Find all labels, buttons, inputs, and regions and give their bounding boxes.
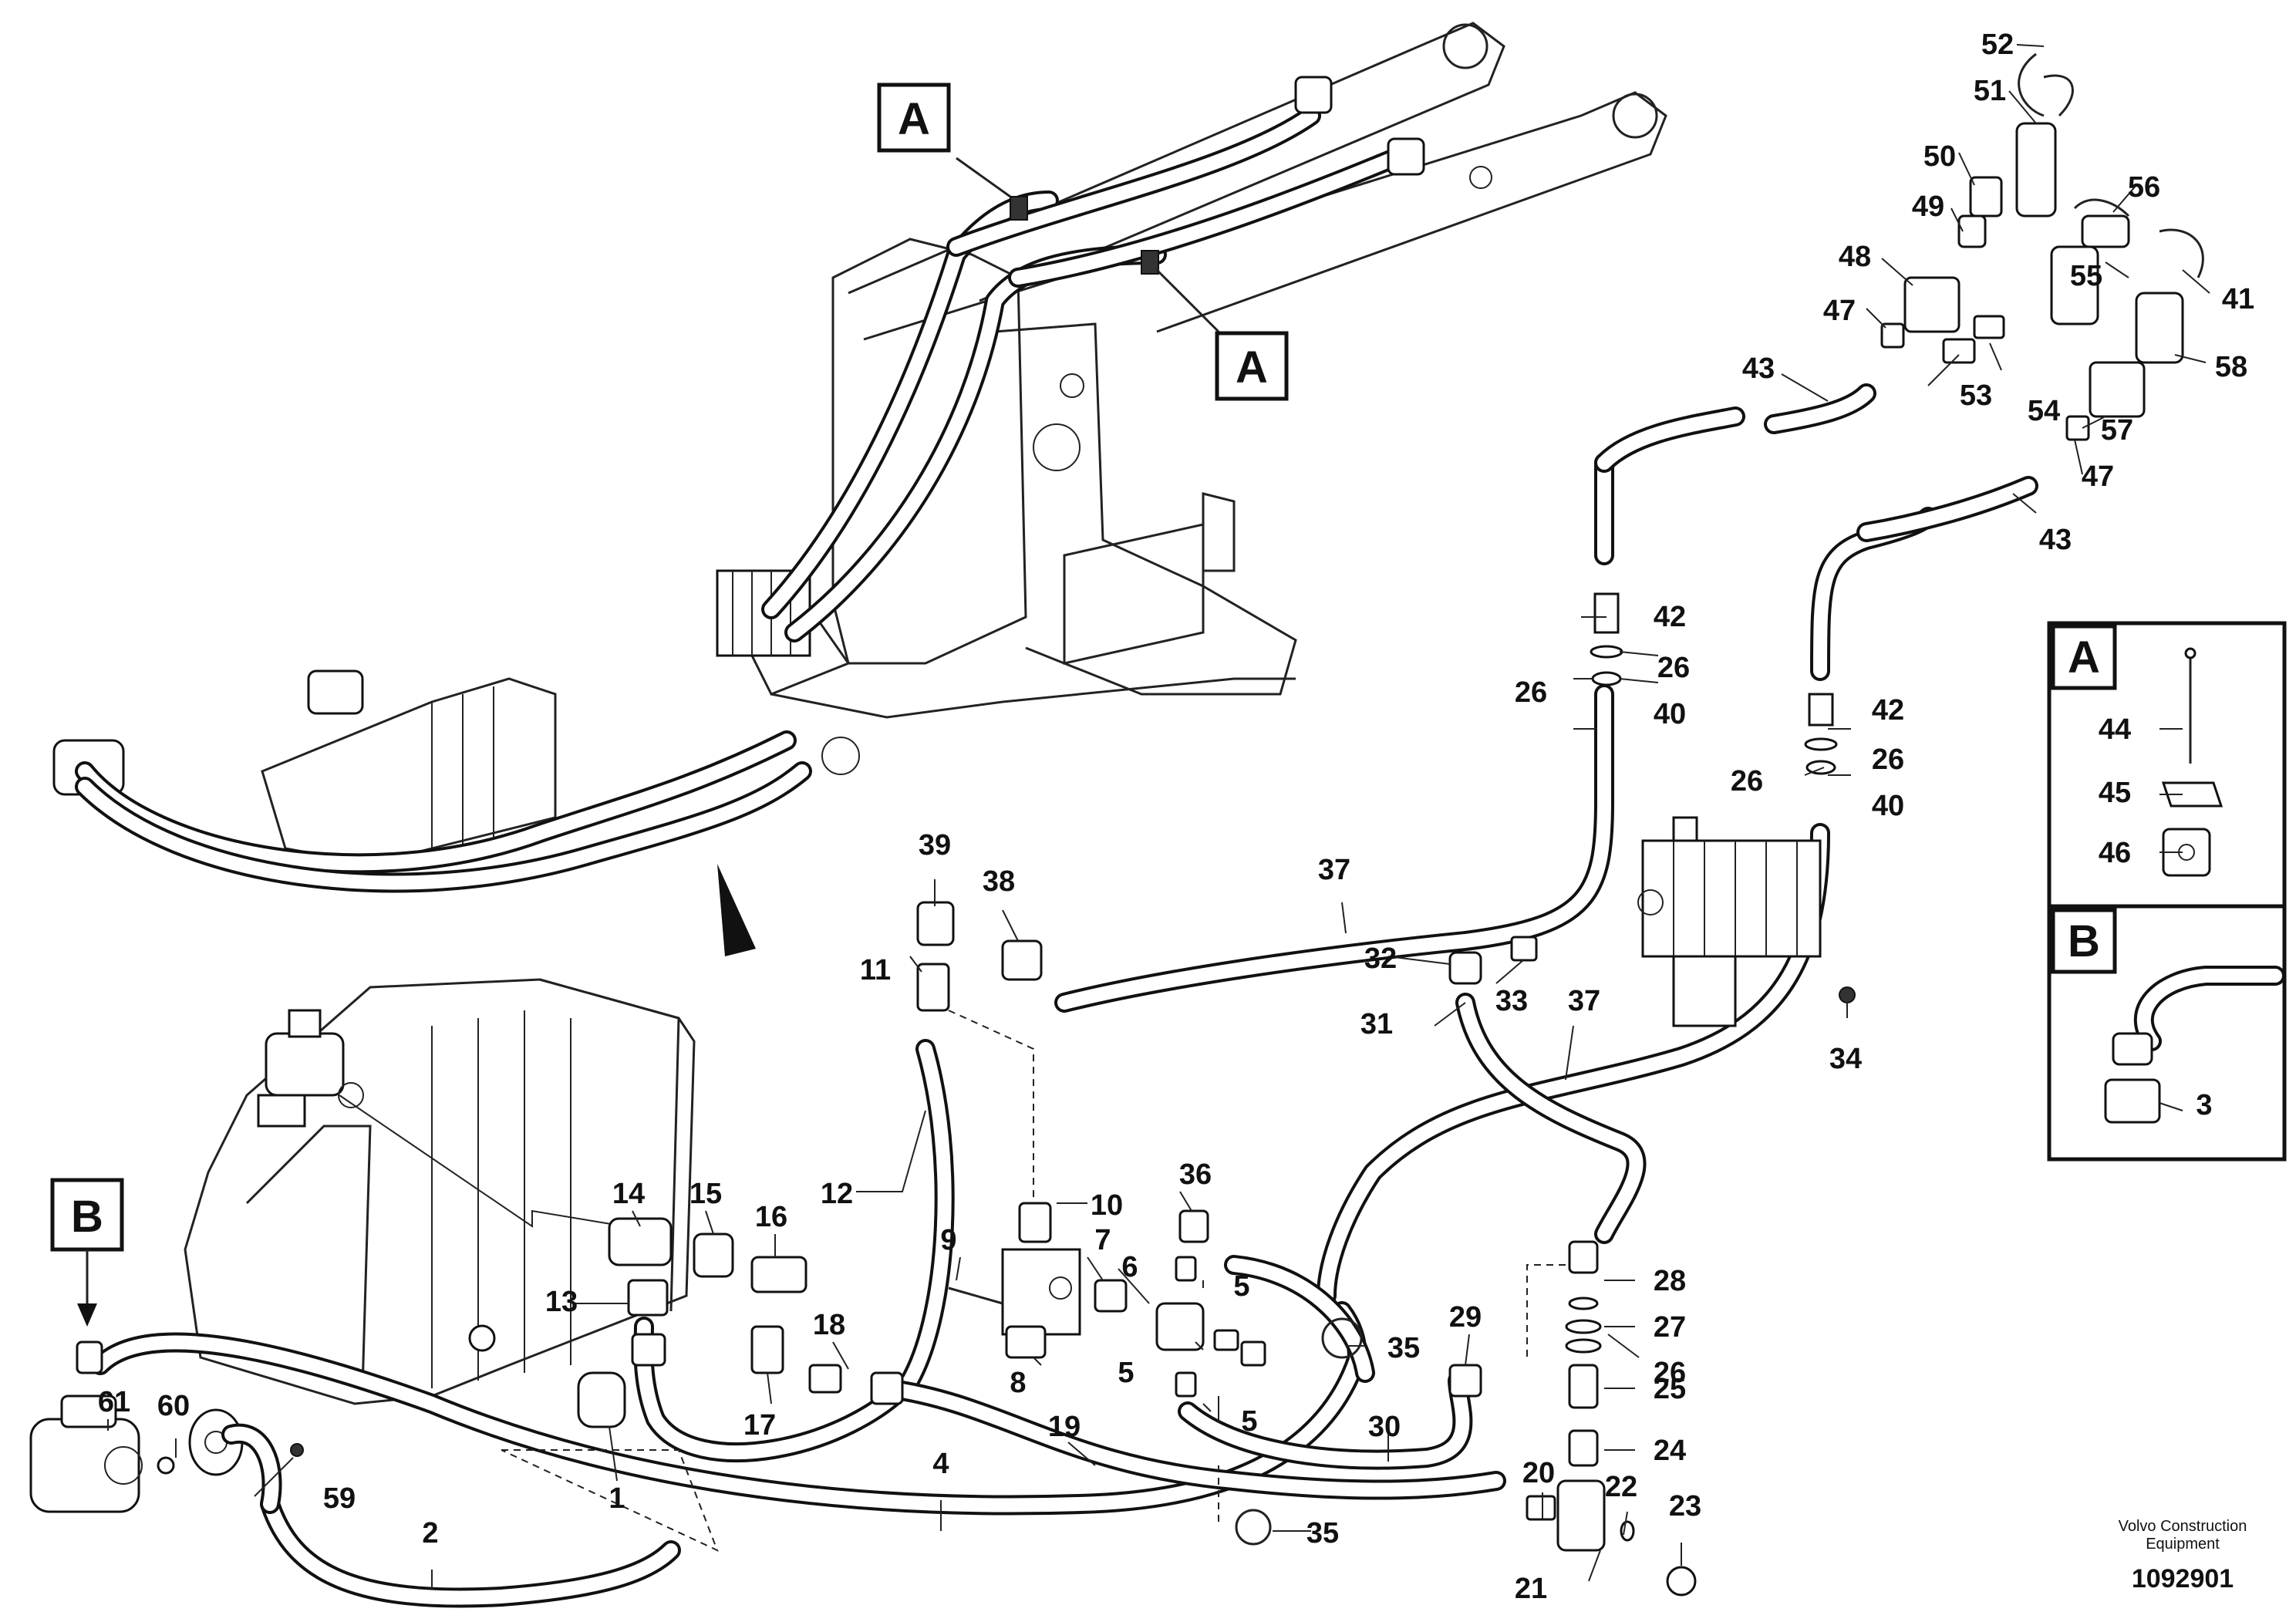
part-label-22: 22 — [1605, 1471, 1637, 1503]
part-label-31: 31 — [1360, 1008, 1393, 1040]
footer-company-line2: Equipment — [2146, 1536, 2220, 1553]
part-label-9: 9 — [940, 1224, 956, 1256]
part-label-29: 29 — [1449, 1301, 1482, 1334]
part-label-15: 15 — [689, 1178, 722, 1210]
part-label-24: 24 — [1654, 1435, 1686, 1467]
part-label-53: 53 — [1960, 379, 1992, 412]
part-label-46: 46 — [2099, 837, 2131, 869]
hose-lines — [90, 383, 2038, 1608]
part-label-21: 21 — [1515, 1573, 1547, 1605]
part-label-39: 39 — [919, 829, 951, 862]
part-label-23: 23 — [1669, 1490, 1701, 1523]
part-label-32: 32 — [1364, 943, 1397, 975]
control-valve — [1637, 816, 1856, 1027]
part-label-40-left: 40 — [1654, 698, 1686, 730]
part-label-47-top: 47 — [1823, 295, 1856, 327]
part-label-26-b: 26 — [1515, 676, 1547, 709]
machine-overview — [52, 22, 1667, 956]
part-label-49: 49 — [1912, 191, 1944, 223]
part-label-54: 54 — [2028, 395, 2060, 427]
part-label-30: 30 — [1368, 1411, 1401, 1443]
part-label-43-right: 43 — [2039, 524, 2072, 556]
part-label-27: 27 — [1654, 1311, 1686, 1344]
part-label-5-b: 5 — [1118, 1357, 1134, 1389]
part-label-5-a: 5 — [1233, 1270, 1249, 1303]
part-label-36: 36 — [1179, 1158, 1212, 1191]
part-label-26-a: 26 — [1657, 652, 1690, 684]
detail-box-b — [2047, 904, 2287, 1162]
detail-b-title: B — [2068, 916, 2100, 966]
part-label-42-right: 42 — [1872, 694, 1904, 727]
part-label-42-left: 42 — [1654, 601, 1686, 633]
part-label-61: 61 — [98, 1386, 130, 1418]
part-label-56: 56 — [2128, 171, 2160, 204]
part-label-48: 48 — [1839, 241, 1871, 273]
callout-a-mid-text: A — [1236, 342, 1268, 393]
part-label-50: 50 — [1923, 140, 1956, 173]
part-label-35-a: 35 — [1387, 1332, 1420, 1364]
part-labels: 52 51 50 49 48 47 56 55 41 58 57 47 53 5… — [98, 29, 2254, 1605]
leader-lines — [107, 44, 2210, 1589]
footer-company-line1: Volvo Construction — [2119, 1518, 2247, 1535]
tank-assembly — [184, 978, 696, 1405]
fittings — [29, 52, 2204, 1597]
part-label-34: 34 — [1829, 1043, 1862, 1075]
part-label-40-right: 40 — [1872, 790, 1904, 822]
part-label-44: 44 — [2099, 713, 2131, 746]
callout-a-top-text: A — [898, 94, 930, 144]
callout-a-top: A — [877, 83, 951, 153]
pump — [29, 1340, 143, 1513]
part-label-8: 8 — [1010, 1367, 1026, 1399]
part-label-12: 12 — [821, 1178, 853, 1210]
part-label-13: 13 — [545, 1286, 578, 1318]
footer-drawing-number: 1092901 — [2132, 1564, 2234, 1593]
part-label-19: 19 — [1048, 1411, 1081, 1443]
part-label-25: 25 — [1654, 1373, 1686, 1405]
part-label-37-top: 37 — [1318, 854, 1350, 886]
part-label-58: 58 — [2215, 351, 2247, 383]
part-label-45: 45 — [2099, 777, 2131, 809]
part-label-2: 2 — [422, 1517, 438, 1549]
part-label-26-d: 26 — [1731, 765, 1763, 798]
part-label-1: 1 — [609, 1482, 625, 1515]
part-label-3: 3 — [2196, 1089, 2212, 1121]
part-label-6: 6 — [1121, 1251, 1138, 1283]
part-label-37-right: 37 — [1568, 985, 1600, 1017]
part-label-18: 18 — [813, 1309, 845, 1341]
callout-b-left: B — [50, 1178, 124, 1327]
part-label-28: 28 — [1654, 1265, 1686, 1297]
part-label-33: 33 — [1495, 985, 1528, 1017]
part-label-14: 14 — [612, 1178, 645, 1210]
part-label-35-b: 35 — [1306, 1517, 1339, 1549]
detail-a-title: A — [2068, 632, 2100, 683]
part-label-43-top: 43 — [1742, 352, 1775, 385]
callout-b-left-text: B — [71, 1192, 103, 1242]
part-label-20: 20 — [1522, 1457, 1555, 1489]
part-label-57: 57 — [2101, 414, 2133, 447]
part-label-51: 51 — [1974, 75, 2006, 107]
part-label-26-e: 26 — [1654, 1357, 1686, 1389]
part-label-26-c: 26 — [1872, 744, 1904, 776]
callout-a-mid: A — [1215, 331, 1289, 401]
part-label-60: 60 — [157, 1390, 190, 1422]
part-label-38: 38 — [983, 865, 1015, 898]
part-label-17: 17 — [743, 1409, 776, 1442]
part-label-11: 11 — [860, 954, 891, 986]
part-label-55: 55 — [2070, 260, 2102, 292]
part-label-52: 52 — [1981, 29, 2014, 61]
part-label-16: 16 — [755, 1201, 787, 1233]
part-label-47-right: 47 — [2082, 460, 2114, 493]
part-label-7: 7 — [1094, 1224, 1111, 1256]
part-label-41: 41 — [2222, 283, 2254, 315]
footer: Volvo Construction Equipment 1092901 — [2119, 1518, 2247, 1593]
part-label-5-c: 5 — [1241, 1405, 1257, 1438]
part-label-4: 4 — [932, 1448, 949, 1480]
part-label-10: 10 — [1091, 1189, 1123, 1222]
detail-box-a — [2047, 621, 2287, 909]
part-label-59: 59 — [323, 1482, 356, 1515]
